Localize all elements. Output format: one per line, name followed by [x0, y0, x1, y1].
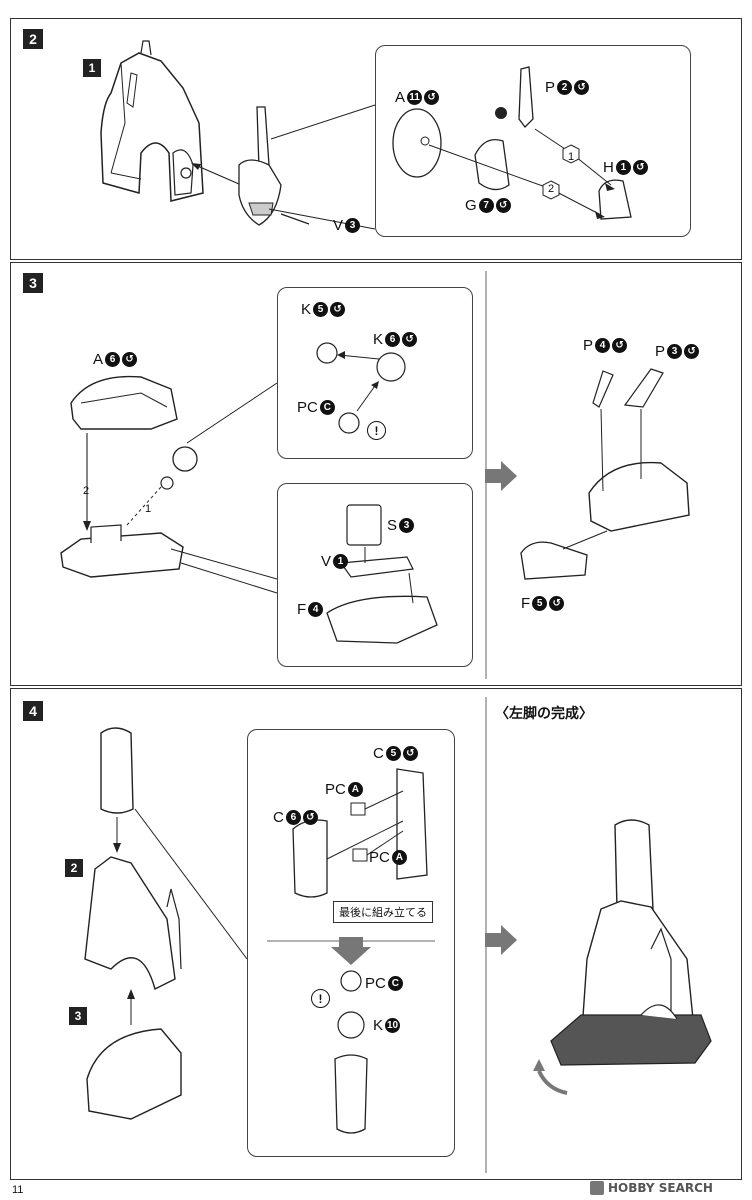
base-parts-drawing — [277, 483, 473, 667]
base-assembly-drawing — [51, 363, 191, 593]
gate-icon: ↺ — [574, 80, 590, 95]
gate-icon: ↺ — [612, 338, 628, 353]
gate-icon: ↺ — [402, 332, 418, 347]
base-with-fins-drawing — [511, 363, 711, 593]
zoom-lines — [11, 689, 743, 1181]
step-number-badge: 3 — [23, 273, 43, 293]
detail-parts-drawing — [375, 45, 691, 237]
zoom-lines — [11, 263, 743, 687]
pc-parts-drawing — [247, 729, 455, 1157]
sub-assembly-badge: 1 — [83, 59, 101, 77]
leg-stack-drawing — [71, 719, 221, 1159]
order-marker-1: 1 — [567, 151, 575, 163]
step-number-badge: 2 — [23, 29, 43, 49]
next-arrow-icon — [485, 925, 517, 955]
gate-icon: ↺ — [684, 344, 700, 359]
gate-icon: ↺ — [330, 302, 346, 317]
caution-icon: ! — [311, 989, 330, 1008]
sub-assembly-badge-3: 3 — [69, 1007, 87, 1025]
ball-joint-drawing — [277, 287, 473, 459]
order-marker-1: 1 — [144, 503, 152, 515]
completion-title: 〈左脚の完成〉 — [495, 706, 593, 722]
page-number: 11 — [12, 1184, 24, 1196]
gate-icon: ↺ — [424, 90, 440, 105]
assemble-last-note: 最後に組み立てる — [333, 901, 433, 923]
next-arrow-icon — [485, 461, 517, 491]
fin-subassembly-drawing — [229, 105, 299, 235]
order-marker-2: 2 — [82, 485, 90, 497]
gate-icon: ↺ — [402, 746, 418, 761]
completed-leg-drawing — [533, 809, 731, 1109]
step-number-badge: 4 — [23, 701, 43, 721]
gate-icon: ↺ — [302, 810, 318, 825]
gate-icon: ↺ — [632, 160, 648, 175]
watermark-logo-icon — [590, 1181, 604, 1195]
order-marker-2: 2 — [547, 183, 555, 195]
gate-icon: ↺ — [122, 352, 138, 367]
gate-icon: ↺ — [549, 596, 565, 611]
caution-icon: ! — [367, 421, 386, 440]
leg-shell-drawing — [91, 33, 221, 203]
watermark: HOBBY SEARCH — [590, 1181, 713, 1195]
step2-panel: 2 1 1 — [10, 18, 742, 260]
sub-assembly-badge-2: 2 — [65, 859, 83, 877]
gate-icon: ↺ — [495, 198, 511, 213]
